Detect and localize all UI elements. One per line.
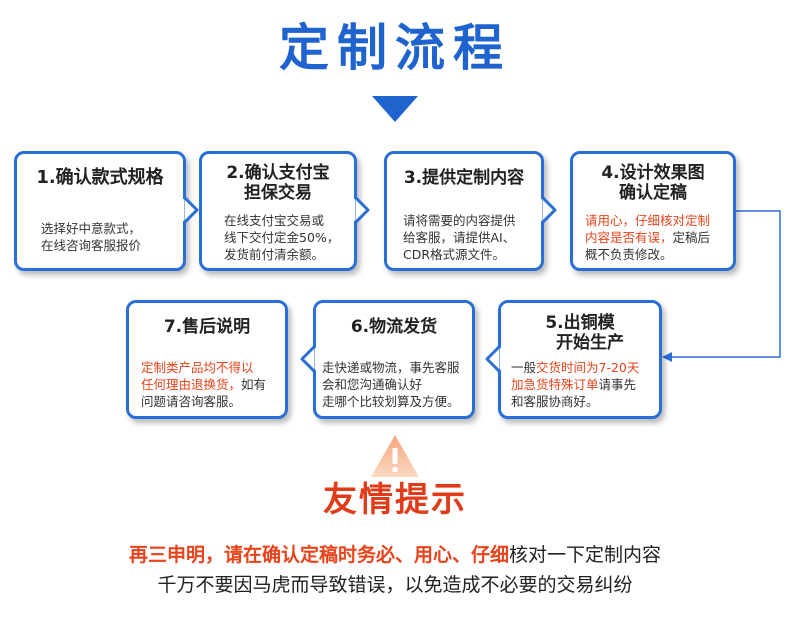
down-arrow-icon — [372, 96, 418, 122]
card-pointer-icon — [541, 196, 557, 224]
step-card-2: 2.确认支付宝 担保交易 在线支付宝交易或 线下交付定金50%， 发货前付清余额… — [199, 151, 357, 271]
warning-note-line-2: 千万不要因马虎而导致错误，以免造成不必要的交易纠纷 — [157, 574, 633, 596]
step-card-5: 5.出铜模 开始生产 一般交货时间为7-20天 加急货特殊订单请事先 和客服协商… — [498, 300, 662, 419]
step-body: 请将需要的内容提供 给客服，请提供AI、 CDR格式源文件。 — [403, 213, 516, 262]
card-pointer-icon — [485, 345, 501, 373]
warning-note-line-1: 再三申明，请在确认定稿时务必、用心、仔细核对一下定制内容 — [128, 544, 662, 566]
step-title: 1.确认款式规格 — [36, 167, 164, 188]
card-pointer-icon — [183, 196, 199, 224]
card-pointer-icon — [354, 196, 370, 224]
step-body: 一般交货时间为7-20天 加急货特殊订单请事先 和客服协商好。 — [511, 360, 640, 409]
step-card-4: 4.设计效果图 确认定稿 请用心，仔细核对定制 内容是否有误，定稿后 概不负责修… — [570, 151, 736, 271]
step-body: 选择好中意款式， 在线咨询客服报价 — [41, 221, 142, 253]
step-title: 7.售后说明 — [163, 317, 251, 337]
step-title: 2.确认支付宝 担保交易 — [226, 163, 330, 203]
card-pointer-icon — [300, 345, 316, 373]
step-card-3: 3.提供定制内容 请将需要的内容提供 给客服，请提供AI、 CDR格式源文件。 — [384, 151, 544, 271]
step-body: 定制类产品均不得以 任何理由退换货，如有 问题请咨询客服。 — [141, 360, 267, 409]
step-card-1: 1.确认款式规格 选择好中意款式， 在线咨询客服报价 — [14, 151, 186, 271]
step-body: 请用心，仔细核对定制 内容是否有误，定稿后 概不负责修改。 — [585, 213, 711, 262]
step-title: 5.出铜模 开始生产 — [545, 313, 624, 353]
step-body: 走快递或物流，事先客服 会和您沟通确认好 走哪个比较划算及方便。 — [322, 360, 460, 409]
step-body: 在线支付宝交易或 线下交付定金50%， 发货前付清余额。 — [224, 213, 340, 262]
step-card-7: 7.售后说明 定制类产品均不得以 任何理由退换货，如有 问题请咨询客服。 — [126, 300, 288, 419]
page-title: 定制流程 — [279, 19, 511, 77]
step-card-6: 6.物流发货 走快递或物流，事先客服 会和您沟通确认好 走哪个比较划算及方便。 — [313, 300, 475, 419]
step-title: 3.提供定制内容 — [403, 168, 525, 188]
step-title: 6.物流发货 — [350, 317, 438, 337]
warning-title: 友情提示 — [323, 480, 467, 520]
step-title: 4.设计效果图 确认定稿 — [601, 163, 705, 203]
warning-icon — [371, 435, 419, 477]
